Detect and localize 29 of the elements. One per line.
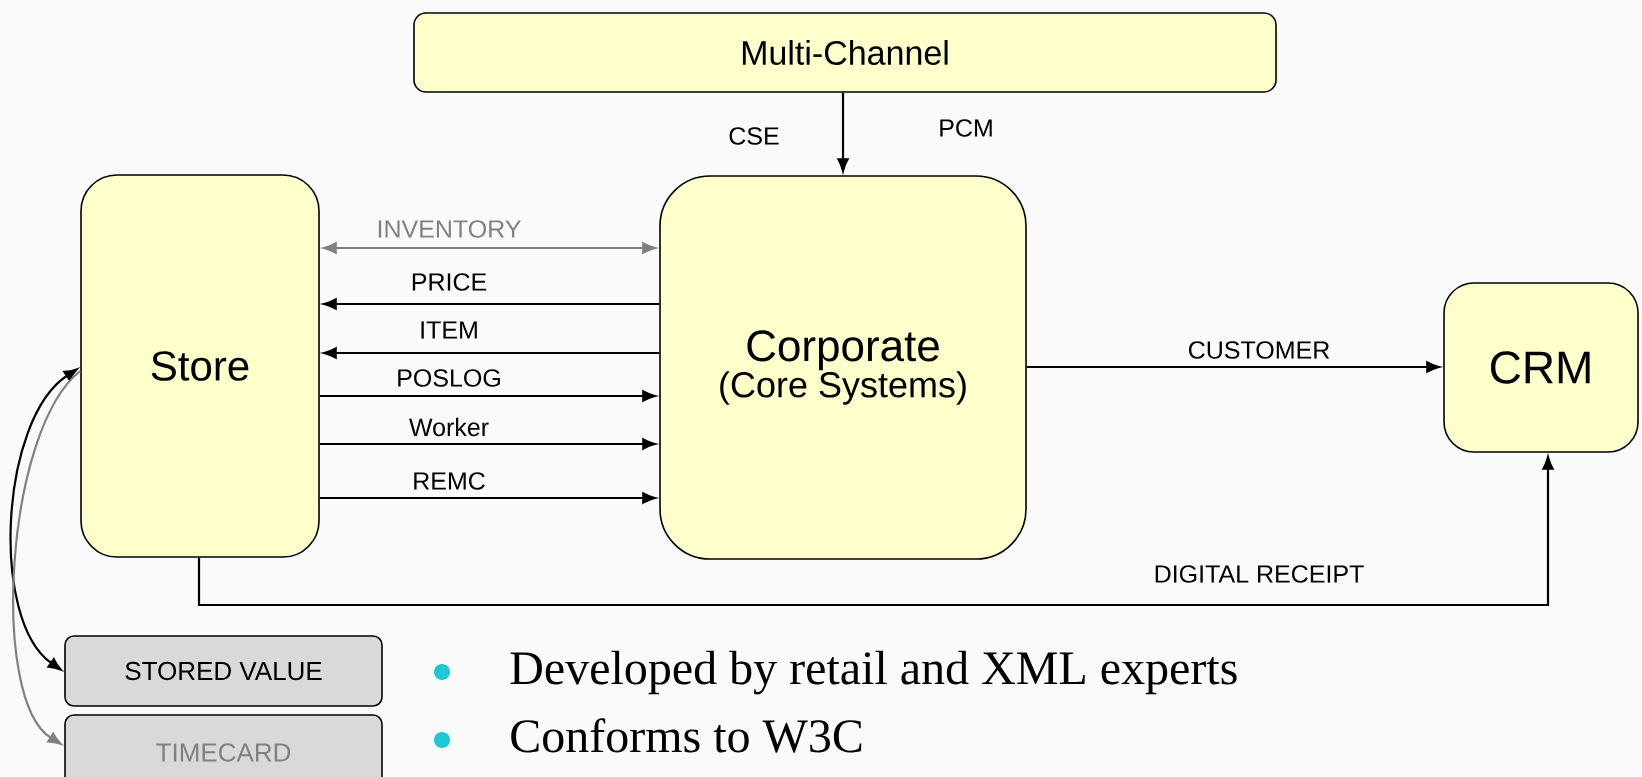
arrow <box>197 456 1554 607</box>
arrow <box>9 368 78 671</box>
component-box: STORED VALUE <box>64 635 383 707</box>
arrow <box>319 390 656 402</box>
edge-label: ITEM <box>421 321 477 339</box>
edge-label: PRICE <box>412 273 487 291</box>
arrow <box>323 347 660 359</box>
edge-label: Worker <box>409 417 489 437</box>
arrow <box>319 438 656 450</box>
arrow <box>323 242 656 254</box>
arrow <box>319 492 656 504</box>
system-box: Multi-Channel <box>413 12 1277 93</box>
system-box: CRM <box>1443 282 1639 453</box>
arrow <box>1026 361 1440 373</box>
flow-label: PCM <box>940 119 992 137</box>
edge-label: POSLOG <box>398 369 500 387</box>
bullet-text: Conforms to W3C <box>511 718 862 753</box>
flow-label: CSE <box>729 127 779 145</box>
bullet-text: Developed by retail and XML experts <box>510 650 1237 695</box>
arrow <box>837 92 849 172</box>
edge-label: INVENTORY <box>378 220 521 238</box>
system-box: Corporate (Core Systems) <box>659 175 1027 560</box>
edge-label: CUSTOMER <box>1189 341 1330 359</box>
component-box: TIMECARD <box>64 714 383 777</box>
edge-label: REMC <box>414 472 485 490</box>
system-box: Store <box>80 174 320 558</box>
edge-label: DIGITAL RECEIPT <box>1155 565 1364 583</box>
arrow <box>323 298 660 310</box>
arrow <box>12 370 81 745</box>
